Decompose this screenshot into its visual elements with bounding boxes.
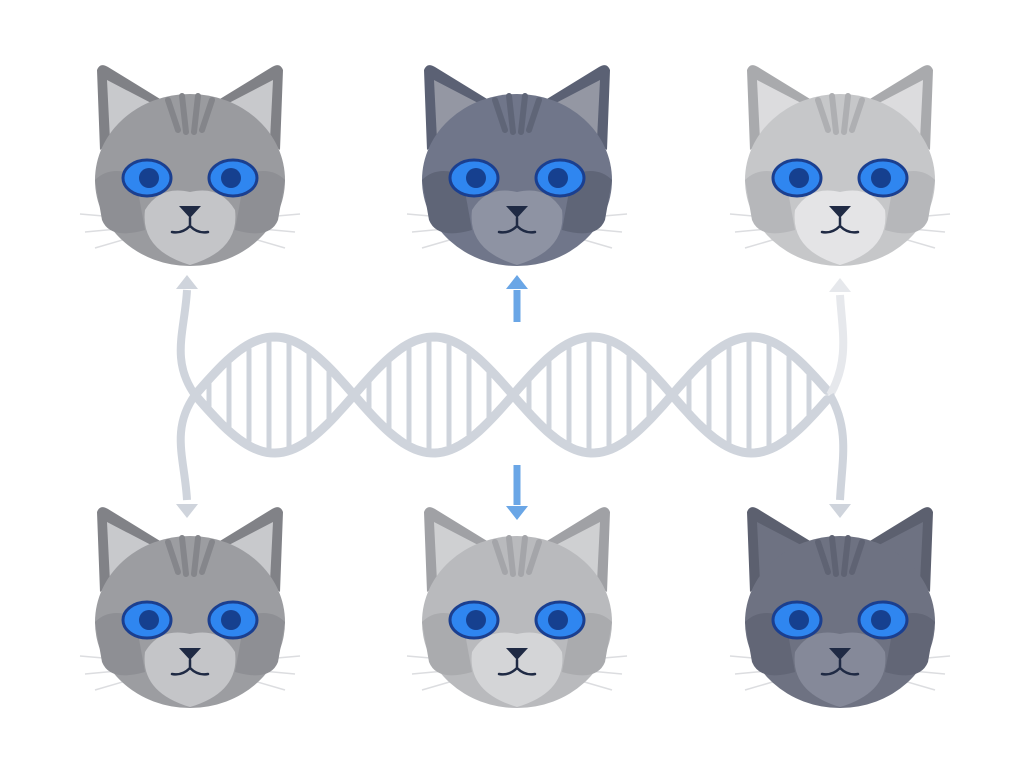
pupil xyxy=(139,610,159,630)
forehead-stripe xyxy=(165,97,181,133)
mouth xyxy=(170,216,210,234)
arrow-head-down xyxy=(176,504,198,518)
forehead-stripe xyxy=(815,97,831,133)
cat-face-top-center xyxy=(406,65,628,266)
pupil xyxy=(871,610,891,630)
nose xyxy=(506,206,528,218)
forehead-stripe xyxy=(191,535,201,577)
arrow-head-down xyxy=(829,504,851,518)
pupil xyxy=(221,610,241,630)
nose xyxy=(829,206,851,218)
arrow-head-up xyxy=(829,278,851,292)
pupil xyxy=(548,610,568,630)
dna-double-helix xyxy=(190,332,832,458)
pupil xyxy=(139,168,159,188)
arrow-head-down xyxy=(506,506,528,520)
cat-faces xyxy=(79,65,951,708)
cat-face-bottom-left xyxy=(79,507,301,708)
mouth xyxy=(820,216,860,234)
nose xyxy=(179,648,201,660)
nose xyxy=(179,206,201,218)
helix-strand xyxy=(190,332,832,458)
forehead-stripe xyxy=(815,539,831,575)
forehead-stripe xyxy=(179,535,189,577)
forehead-stripe xyxy=(492,97,508,133)
mouth xyxy=(170,658,210,676)
forehead-stripe xyxy=(179,93,189,135)
arrow-head-up xyxy=(176,275,198,289)
arrow-to-bottom-left xyxy=(176,392,199,501)
pupil xyxy=(789,610,809,630)
forehead-stripe xyxy=(849,539,865,575)
forehead-stripe xyxy=(199,97,215,133)
forehead-stripe xyxy=(829,93,839,135)
pupil xyxy=(871,168,891,188)
cat-face-top-right xyxy=(729,65,951,266)
arrow-to-top-right xyxy=(826,294,848,397)
forehead-stripe xyxy=(526,539,542,575)
arrow-to-top-left xyxy=(176,289,199,398)
arrow-to-bottom-right xyxy=(826,393,848,501)
forehead-stripe xyxy=(849,97,865,133)
cat-face-top-left xyxy=(79,65,301,266)
muzzle xyxy=(144,190,236,265)
pupil xyxy=(221,168,241,188)
muzzle xyxy=(471,190,563,265)
forehead-stripe xyxy=(199,539,215,575)
forehead-stripe xyxy=(506,535,516,577)
forehead-stripe xyxy=(492,539,508,575)
pupil xyxy=(789,168,809,188)
mouth xyxy=(497,216,537,234)
nose xyxy=(506,648,528,660)
muzzle xyxy=(794,632,886,707)
forehead-stripe xyxy=(518,535,528,577)
forehead-stripe xyxy=(829,535,839,577)
forehead-stripe xyxy=(841,535,851,577)
muzzle xyxy=(144,632,236,707)
forehead-stripe xyxy=(506,93,516,135)
forehead-stripe xyxy=(191,93,201,135)
forehead-stripe xyxy=(841,93,851,135)
forehead-stripe xyxy=(526,97,542,133)
nose xyxy=(829,648,851,660)
pupil xyxy=(466,168,486,188)
muzzle xyxy=(794,190,886,265)
muzzle xyxy=(471,632,563,707)
inheritance-arrows xyxy=(176,275,851,520)
mouth xyxy=(820,658,860,676)
mouth xyxy=(497,658,537,676)
cat-face-bottom-right xyxy=(729,507,951,708)
pupil xyxy=(466,610,486,630)
cat-face-bottom-center xyxy=(406,507,628,708)
pupil xyxy=(548,168,568,188)
forehead-stripe xyxy=(165,539,181,575)
arrow-head-up xyxy=(506,275,528,289)
forehead-stripe xyxy=(518,93,528,135)
